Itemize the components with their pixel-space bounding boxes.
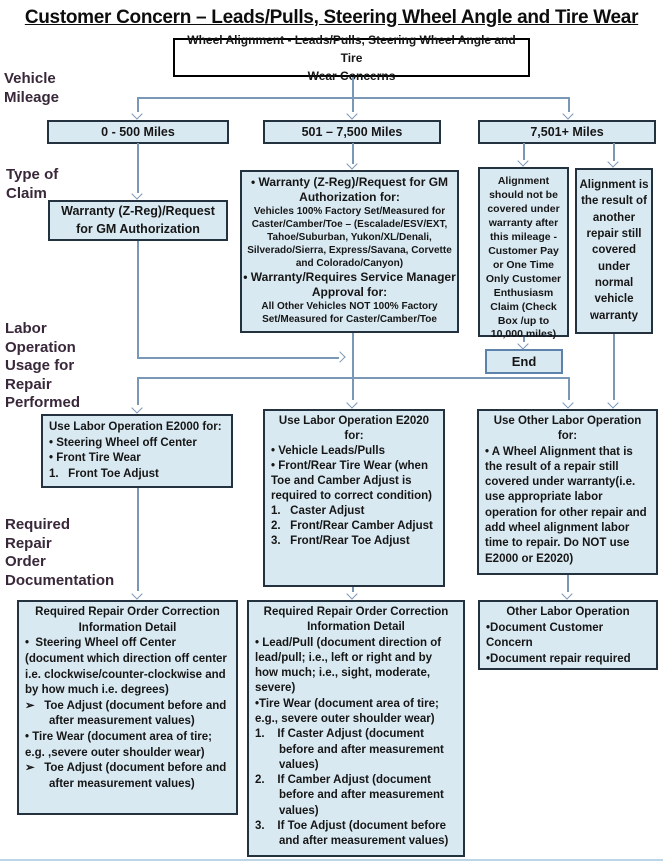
connector-rail-to-low xyxy=(137,97,139,112)
doc-low-item-steering: • Steering Wheel off Center (document wh… xyxy=(25,637,231,697)
root-node: Wheel Alignment - Leads/Pulls, Steering … xyxy=(173,33,530,83)
warranty-mid-heading-1: • Warranty (Z-Reg)/Request for GM Author… xyxy=(250,175,449,204)
connector-low-to-warranty xyxy=(137,143,139,193)
row-label-required-documentation: Required Repair Order Documentation xyxy=(5,516,115,589)
connector-mid-to-warranty xyxy=(352,143,354,164)
arrowhead-to-doc-low xyxy=(131,588,143,600)
doc-low-item-tirewear: • Tire Wear (document area of tire; e.g.… xyxy=(25,731,216,759)
e2020-heading: Use Labor Operation E2020 for: xyxy=(278,415,430,442)
warranty-mid-body-1: Vehicles 100% Factory Set/Measured for C… xyxy=(247,206,452,269)
arrowhead-to-high-mileage xyxy=(562,108,574,120)
row-label-labor-operation: Labor Operation Usage for Repair Perform… xyxy=(5,320,81,411)
doc-mid-item-toe: 3. If Toe Adjust (document before and af… xyxy=(255,819,450,848)
doc-mid-item-caster: 1. If Caster Adjust (document before and… xyxy=(255,728,448,771)
arrowhead-to-e2000 xyxy=(131,402,143,414)
warranty-mid-heading-2: • Warranty/Requires Service Manager Appr… xyxy=(243,270,456,299)
arrowhead-to-anotherrepair xyxy=(607,156,619,168)
otherlabor-body: • A Wheel Alignment that is the result o… xyxy=(485,445,650,565)
arrowhead-merge-right xyxy=(334,351,346,363)
arrowhead-rail-to-otherlabor xyxy=(562,397,574,409)
connector-e2020-to-doc xyxy=(352,587,354,592)
page-bottom-edge xyxy=(0,859,663,861)
doc-low-item-toe-1: ➢ Toe Adjust (document before and after … xyxy=(25,699,230,728)
arrowhead-to-doc-high xyxy=(561,588,573,600)
connector-warrantylow-right xyxy=(137,357,339,359)
claim-box-another-repair: Alignment is the result of another repai… xyxy=(575,168,653,334)
claim-box-not-covered: Alignment should not be covered under wa… xyxy=(478,167,569,341)
e2020-item-toe: 3. Front/Rear Toe Adjust xyxy=(271,534,410,547)
warranty-mid-body-2: All Other Vehicles NOT 100% Factory Set/… xyxy=(261,301,438,325)
claim-box-another-repair-label: Alignment is the result of another repai… xyxy=(579,179,649,322)
e2020-item-caster: 1. Caster Adjust xyxy=(271,504,365,517)
otherlabor-heading: Use Other Labor Operation for: xyxy=(493,415,642,443)
arrowhead-to-low-mileage xyxy=(131,108,143,120)
e2020-item-leads: • Vehicle Leads/Pulls xyxy=(271,444,385,457)
connector-otherlabor-to-doc xyxy=(567,575,569,592)
doc-high-item-repair: •Document repair required xyxy=(486,652,631,665)
connector-high-to-anotherrepair xyxy=(613,143,615,161)
doc-high-item-concern: •Document Customer Concern xyxy=(486,621,607,650)
doc-mid-heading: Required Repair Order Correction Informa… xyxy=(263,606,449,634)
connector-warrantylow-down xyxy=(137,241,139,358)
connector-rail-to-e2020 xyxy=(352,377,354,400)
mileage-box-high: 7,501+ Miles xyxy=(478,120,656,144)
arrowhead-to-doc-mid xyxy=(346,588,358,600)
claim-box-warranty-low: Warranty (Z-Reg)/Request for GM Authoriz… xyxy=(48,200,228,241)
e2000-item-tirewear: • Front Tire Wear xyxy=(49,452,141,465)
mileage-box-low-label: 0 - 500 Miles xyxy=(101,125,175,139)
doc-mid-item-leadpull: • Lead/Pull (document direction of lead/… xyxy=(255,636,445,695)
row-label-type-of-claim: Type of Claim xyxy=(6,166,59,202)
connector-root-down xyxy=(352,77,354,97)
doc-box-high: Other Labor Operation •Document Customer… xyxy=(478,600,658,670)
arrowhead-to-mid-mileage xyxy=(346,108,358,120)
connector-warrantymid-down xyxy=(352,333,354,378)
connector-rail-to-mid xyxy=(352,97,354,112)
mileage-box-mid-label: 501 – 7,500 Miles xyxy=(301,125,403,139)
doc-mid-item-tirewear: •Tire Wear (document area of tire; e.g.,… xyxy=(255,697,443,725)
e2000-heading: Use Labor Operation E2000 for: xyxy=(49,421,222,433)
connector-anotherrepair-to-otherlabor xyxy=(613,334,615,400)
arrowhead-to-warranty-low xyxy=(131,188,143,200)
e2000-item-steering: • Steering Wheel off Center xyxy=(49,436,197,449)
end-node-label: End xyxy=(511,354,537,369)
labor-box-e2020: Use Labor Operation E2020 for: • Vehicle… xyxy=(263,409,445,587)
doc-high-heading: Other Labor Operation xyxy=(506,606,630,618)
page-title: Customer Concern – Leads/Pulls, Steering… xyxy=(24,7,639,28)
connector-rail-to-e2000 xyxy=(137,377,139,405)
mileage-box-low: 0 - 500 Miles xyxy=(47,120,229,144)
e2000-item-toeadjust: 1. Front Toe Adjust xyxy=(49,467,159,480)
doc-low-heading: Required Repair Order Correction Informa… xyxy=(35,606,220,634)
arrowhead-to-e2020 xyxy=(346,397,358,409)
doc-mid-item-camber: 2. If Camber Adjust (document before and… xyxy=(255,774,448,817)
doc-box-mid: Required Repair Order Correction Informa… xyxy=(247,600,465,857)
connector-e2000-to-doc xyxy=(137,488,139,591)
doc-low-item-toe-2: ➢ Toe Adjust (document before and after … xyxy=(25,762,230,790)
connector-rail-to-high xyxy=(568,97,570,112)
connector-high-to-notcovered xyxy=(523,143,525,160)
doc-box-low: Required Repair Order Correction Informa… xyxy=(17,600,238,815)
labor-box-e2000: Use Labor Operation E2000 for: • Steerin… xyxy=(41,414,233,488)
e2020-item-camber: 2. Front/Rear Camber Adjust xyxy=(271,519,433,532)
mileage-box-mid: 501 – 7,500 Miles xyxy=(263,120,441,144)
claim-box-warranty-mid: • Warranty (Z-Reg)/Request for GM Author… xyxy=(240,170,459,333)
end-node: End xyxy=(485,349,563,374)
e2020-item-tirewear: • Front/Rear Tire Wear (when Toe and Cam… xyxy=(271,459,433,502)
row-label-vehicle-mileage: Vehicle Mileage xyxy=(4,70,60,106)
connector-notcovered-to-end xyxy=(523,337,525,342)
arrowhead-anotherrepair-to-otherlabor xyxy=(607,397,619,409)
mileage-box-high-label: 7,501+ Miles xyxy=(530,125,604,139)
connector-rail-to-otherlabor xyxy=(568,377,570,400)
claim-box-not-covered-label: Alignment should not be covered under wa… xyxy=(485,175,562,341)
claim-box-warranty-low-label: Warranty (Z-Reg)/Request for GM Authoriz… xyxy=(61,204,215,236)
root-node-label: Wheel Alignment - Leads/Pulls, Steering … xyxy=(187,32,516,83)
labor-box-other: Use Other Labor Operation for: • A Wheel… xyxy=(477,409,658,575)
arrowhead-to-warranty-mid xyxy=(346,158,358,170)
arrowhead-to-notcovered xyxy=(517,155,529,167)
